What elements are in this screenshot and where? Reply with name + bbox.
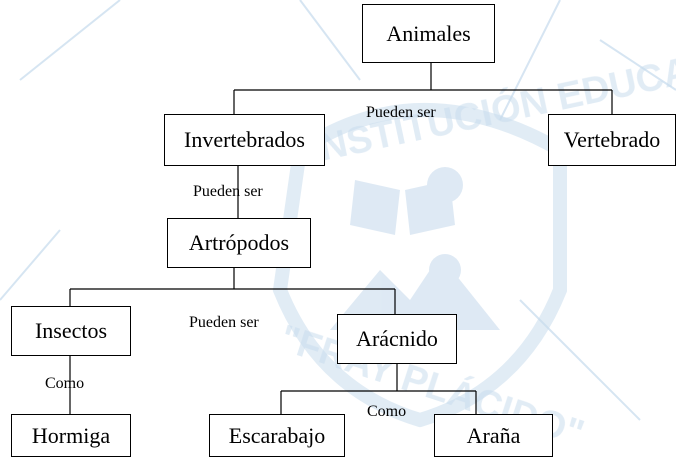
node-vertebrado: Vertebrado (548, 114, 676, 166)
node-escarabajo-label: Escarabajo (228, 422, 326, 448)
node-aracnido-label: Arácnido (356, 326, 438, 351)
node-animales: Animales (362, 4, 495, 63)
node-insectos-label: Insectos (34, 318, 108, 343)
node-artropodos: Artrópodos (167, 218, 311, 268)
edge-label-insectos: Como (45, 375, 85, 392)
node-animales-label: Animales (386, 20, 471, 46)
node-vertebrado-label: Vertebrado (563, 127, 661, 152)
edge-label-aracnido: Como (367, 403, 407, 420)
node-escarabajo: Escarabajo (209, 414, 345, 457)
node-arana: Araña (434, 414, 553, 457)
node-hormiga-label: Hormiga (31, 422, 111, 448)
edge-label-artropodos: Pueden ser (189, 314, 259, 331)
edge-label-invertebrados: Pueden ser (193, 183, 263, 200)
node-hormiga: Hormiga (11, 414, 131, 457)
edge-label-animales: Pueden ser (366, 104, 436, 121)
node-arana-label: Araña (466, 422, 521, 448)
node-invertebrados: Invertebrados (164, 114, 325, 166)
node-insectos: Insectos (11, 306, 131, 356)
node-aracnido: Arácnido (337, 314, 457, 364)
node-invertebrados-label: Invertebrados (184, 127, 305, 152)
node-artropodos-label: Artrópodos (188, 230, 290, 255)
